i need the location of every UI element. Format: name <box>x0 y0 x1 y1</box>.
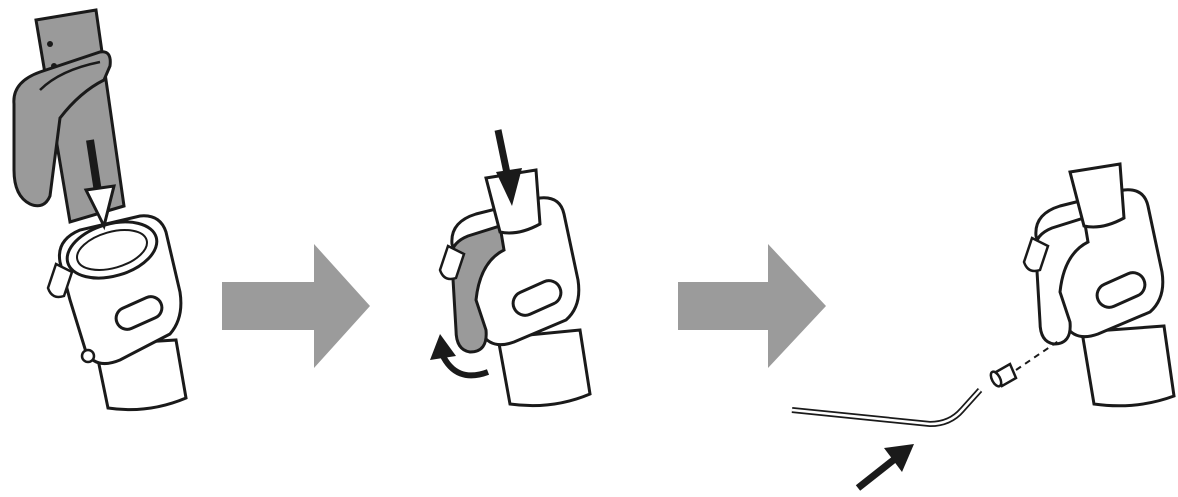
step-1-tube-hole-1 <box>47 41 53 47</box>
step-2-lever <box>449 224 506 354</box>
step-2-illustration <box>430 129 592 408</box>
step-2-lower-tube <box>496 328 592 408</box>
step-1-clamp-inner-ring <box>76 229 148 271</box>
screw-guide-line <box>1015 339 1061 371</box>
step-3-hinge <box>1022 236 1050 273</box>
screw-icon <box>989 362 1018 388</box>
step-1-lever <box>12 50 112 208</box>
step-1-illustration <box>12 8 188 412</box>
down-arrow-icon <box>83 139 116 231</box>
step-1-hinge <box>46 262 74 299</box>
step-1-screw-hole <box>80 348 96 364</box>
step-3-upper-tube <box>1068 162 1126 229</box>
step-3-lower-tube <box>1080 324 1176 408</box>
step-1-clamp-slot <box>114 295 164 331</box>
step-3-lever <box>1033 216 1090 346</box>
step-3-illustration <box>791 162 1176 491</box>
diagonal-arrow-icon <box>855 444 914 491</box>
right-arrow-icon <box>222 244 370 368</box>
down-arrow-icon <box>494 129 522 206</box>
step-2-clamp-slot <box>511 279 563 317</box>
step-1-lever-strap <box>39 60 101 91</box>
step-2-hinge <box>438 244 466 281</box>
step-3-clamp-slot <box>1095 271 1147 309</box>
curved-arrow-icon <box>430 334 490 379</box>
hex-key-core <box>791 389 981 426</box>
right-arrow-icon <box>678 244 826 368</box>
